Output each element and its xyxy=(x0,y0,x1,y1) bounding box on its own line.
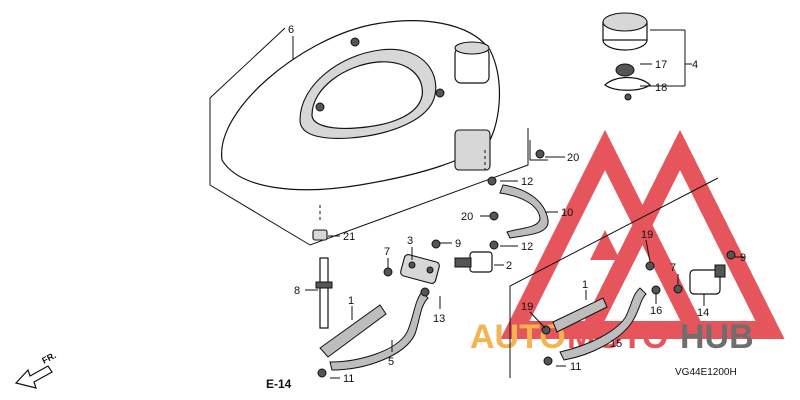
callout-19-top: 19 xyxy=(641,229,653,241)
arrow-left-icon xyxy=(14,365,53,389)
front-direction-arrow: FR. xyxy=(14,350,58,389)
callout-2: 2 xyxy=(506,260,512,272)
watermark-triangle-right xyxy=(575,129,785,339)
callout-1-right: 1 xyxy=(582,279,588,291)
callout-15: 15 xyxy=(610,338,622,350)
watermark-text-hub: HUB xyxy=(680,318,754,356)
callout-12-top: 12 xyxy=(521,176,533,188)
callout-12-bottom: 12 xyxy=(521,241,533,253)
callout-20-mid: 20 xyxy=(461,211,473,223)
callout-7-left: 7 xyxy=(384,246,390,258)
nut-21 xyxy=(312,229,328,241)
callout-6: 6 xyxy=(288,24,294,36)
direction-label: FR. xyxy=(40,350,57,366)
callout-13: 13 xyxy=(433,313,445,325)
fuel-hose-10 xyxy=(499,184,549,239)
alt-assembly-frame xyxy=(509,140,719,378)
callout-5: 5 xyxy=(388,356,394,368)
callout-9-right: 9 xyxy=(740,252,746,264)
leader-lines xyxy=(292,29,745,379)
fuel-hose-5 xyxy=(329,291,429,371)
callout-21: 21 xyxy=(343,231,355,243)
breather-tube-1-left xyxy=(319,304,387,358)
callout-9-left: 9 xyxy=(455,238,461,250)
callout-8: 8 xyxy=(294,285,300,297)
fuel-joint-2 xyxy=(454,251,493,273)
callout-17: 17 xyxy=(655,59,667,71)
fuel-valve-3 xyxy=(400,254,440,284)
watermark-logo: AUTO MOTO HUB xyxy=(470,129,785,356)
diagram-code: VG44E1200H xyxy=(675,367,737,378)
watermark-inner-mark xyxy=(590,230,620,260)
callout-1-left: 1 xyxy=(348,295,354,307)
watermark-text-auto: AUTO xyxy=(470,318,566,356)
callout-18: 18 xyxy=(655,82,667,94)
fuel-cap-assembly xyxy=(602,12,651,101)
callout-10: 10 xyxy=(561,207,573,219)
fuel-tank xyxy=(221,20,500,191)
fuel-joint-14 xyxy=(689,264,726,295)
fuel-hose-15 xyxy=(559,287,647,361)
callout-7-right: 7 xyxy=(670,262,676,274)
callout-3: 3 xyxy=(407,235,413,247)
callout-14: 14 xyxy=(697,307,709,319)
callout-4: 4 xyxy=(692,59,698,71)
callout-16: 16 xyxy=(650,305,662,317)
callouts: 6 4 17 18 20 12 10 20 12 21 3 9 7 2 8 1 … xyxy=(288,24,746,385)
breather-tube-1-right xyxy=(552,297,608,333)
reference-e14: E-14 xyxy=(266,377,292,391)
callout-19-bottom: 19 xyxy=(521,301,533,313)
callout-20-top: 20 xyxy=(567,152,579,164)
callout-11-right: 11 xyxy=(570,361,581,373)
callout-11-left: 11 xyxy=(343,373,354,385)
tank-bracket-frame xyxy=(209,27,529,246)
stud-bolt-8 xyxy=(315,257,333,329)
